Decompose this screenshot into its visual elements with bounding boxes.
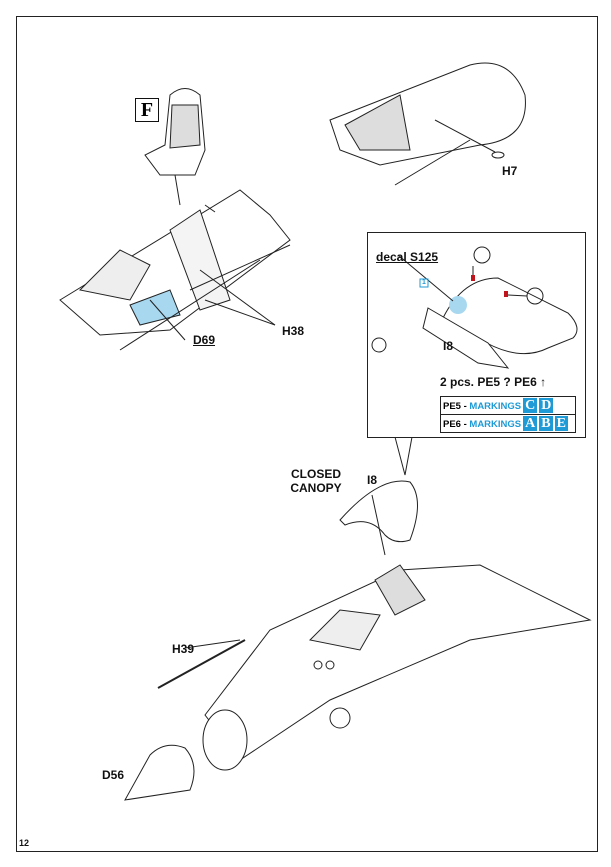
part-label-h39: H39: [172, 642, 195, 656]
closed-canopy-label: CLOSED CANOPY: [290, 467, 342, 495]
page-number: 12: [19, 838, 30, 848]
arrow-up-icon: ↑: [540, 375, 547, 389]
step-label: F: [135, 98, 159, 122]
decal-number: 1: [422, 279, 426, 286]
question-icon: ?: [503, 375, 511, 389]
ejection-seat: [144, 88, 206, 206]
part-label-h7: H7: [502, 164, 518, 178]
callout-part-i8: I8: [443, 339, 454, 353]
nose-cone: [124, 744, 195, 801]
part-label-d69: D69: [193, 333, 216, 347]
forward-fuselage-upper: [59, 189, 291, 351]
decal-label: decal S125: [376, 250, 439, 264]
forward-fuselage-nose-right: [329, 62, 526, 186]
main-fuselage: [202, 564, 592, 771]
part-label-i8: I8: [367, 473, 378, 487]
part-label-d56: D56: [102, 768, 125, 782]
quantity-label: 2 pcs. PE5 ? PE6 ↑: [440, 375, 547, 389]
page-border: [16, 16, 598, 852]
closed-canopy: [339, 480, 418, 543]
pitot-probe: [157, 639, 246, 689]
part-label-h38: H38: [282, 324, 305, 338]
